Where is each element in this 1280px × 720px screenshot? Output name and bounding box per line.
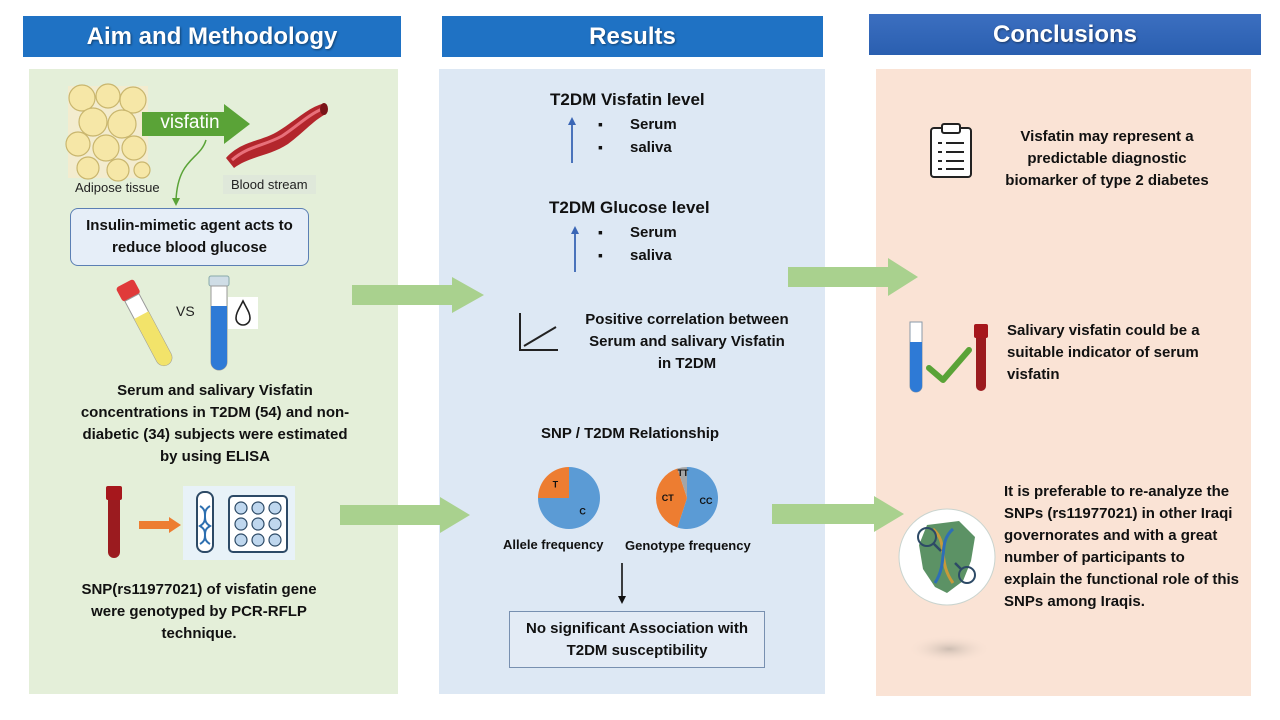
down-arrow <box>618 563 626 604</box>
blood-vessel-icon <box>226 103 328 168</box>
pie-label-ct: CT <box>662 493 674 503</box>
glucose-saliva: saliva <box>598 244 677 267</box>
header-aim: Aim and Methodology <box>23 16 401 57</box>
glucose-serum: Serum <box>598 221 677 244</box>
orange-arrow <box>139 517 181 533</box>
fat-cells-icon <box>65 83 151 182</box>
snp-text: SNP(rs11977021) of visfatin gene were ge… <box>81 581 317 642</box>
up-arrow-icon <box>568 117 576 163</box>
clipboard-icon <box>930 123 972 178</box>
pie-slice-t <box>538 467 569 498</box>
visfatin-serum: Serum <box>598 113 677 136</box>
vs-label: VS <box>176 303 195 319</box>
genotype-caption: Genotype frequency <box>625 538 751 553</box>
conclusion-biomarker: Visfatin may represent a predictable dia… <box>1005 128 1209 189</box>
visfatin-arrow <box>142 104 250 144</box>
up-arrow-icon <box>571 226 579 272</box>
water-drop-icon <box>228 297 258 329</box>
no-association-box: No significant Association with T2DM sus… <box>509 611 765 668</box>
pie-label-t: T <box>553 479 559 489</box>
correlation-chart-icon <box>519 313 558 351</box>
visfatin-level-list: Serum saliva <box>598 113 677 159</box>
genotype-pie-chart: CC CT TT <box>656 467 718 529</box>
arrow-aim-to-results-2 <box>340 497 470 533</box>
correlation-text: Positive correlation between Serum and s… <box>585 311 789 372</box>
allele-pie-chart: CT <box>538 467 600 529</box>
pcr-plate-icon <box>183 486 295 560</box>
arrow-aim-to-results-1 <box>352 277 484 313</box>
serum-tube-icon <box>116 279 173 367</box>
panel-results <box>439 69 825 694</box>
arrow-results-to-conclusions-1 <box>788 258 918 296</box>
visfatin-label: visfatin <box>160 112 220 133</box>
blood-tube-icon <box>106 486 122 558</box>
adipose-label: Adipose tissue <box>75 180 160 195</box>
pie-slice-tt <box>677 467 687 498</box>
test-tubes-check-icon <box>909 321 988 393</box>
connector-arrow <box>172 139 207 206</box>
visfatin-saliva: saliva <box>598 136 677 159</box>
saliva-tube-icon <box>208 275 230 371</box>
glucose-level-title: T2DM Glucose level <box>549 198 710 217</box>
checkmark-icon <box>926 347 972 383</box>
pie-slice-ct <box>656 468 687 528</box>
arrow-results-to-conclusions-2 <box>772 496 904 532</box>
conclusion-salivary: Salivary visfatin could be a suitable in… <box>1007 322 1200 383</box>
insulin-box: Insulin-mimetic agent acts to reduce blo… <box>70 208 309 266</box>
glucose-level-list: Serum saliva <box>598 221 677 267</box>
header-results: Results <box>442 16 823 57</box>
allele-caption: Allele frequency <box>503 537 604 552</box>
snp-relationship-title: SNP / T2DM Relationship <box>541 425 720 442</box>
blood-label: Blood stream <box>223 175 316 194</box>
visfatin-level-title: T2DM Visfatin level <box>550 90 705 109</box>
pie-label-cc: CC <box>699 496 712 506</box>
iraq-dna-map-icon <box>898 508 996 663</box>
header-conclusions: Conclusions <box>869 14 1261 55</box>
elisa-text: Serum and salivary Visfatin concentratio… <box>80 382 350 465</box>
pie-label-tt: TT <box>678 468 689 478</box>
pie-label-c: C <box>579 507 586 517</box>
pie-slice-cc <box>677 467 718 529</box>
conclusion-reanalyze: It is preferable to re-analyze the SNPs … <box>1004 483 1240 610</box>
